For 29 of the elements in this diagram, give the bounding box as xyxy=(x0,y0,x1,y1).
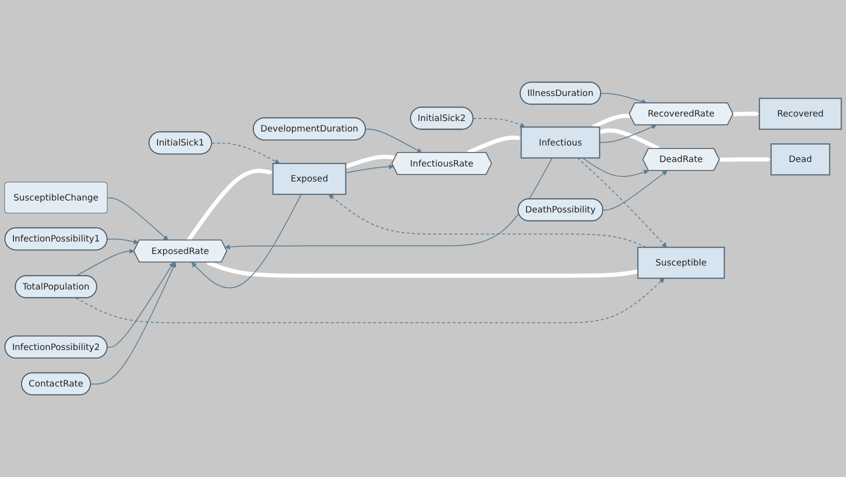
arrow xyxy=(106,238,139,244)
arrow xyxy=(107,197,168,240)
arrow xyxy=(224,158,553,250)
arrow xyxy=(106,262,174,348)
node-box: Recovered xyxy=(758,98,842,130)
arrow xyxy=(365,128,422,153)
arrow xyxy=(599,124,657,143)
connector xyxy=(206,260,638,278)
arrow xyxy=(600,92,647,104)
arrow xyxy=(602,170,668,211)
arrow xyxy=(186,168,274,242)
node-box: Exposed xyxy=(272,162,346,195)
arrow xyxy=(76,248,134,276)
arrow xyxy=(582,158,649,177)
connector xyxy=(345,154,396,168)
connector xyxy=(592,114,630,129)
node-box: Dead xyxy=(770,143,830,176)
arrow xyxy=(328,194,646,248)
arrow xyxy=(345,164,394,174)
arrow xyxy=(90,262,176,385)
arrow xyxy=(472,118,526,128)
arrow xyxy=(720,156,772,162)
arrow xyxy=(733,111,760,116)
arrow xyxy=(211,142,280,164)
arrow xyxy=(577,158,667,248)
node-box: Infectious xyxy=(520,126,600,159)
node-box: Susceptible xyxy=(637,246,725,279)
arrow xyxy=(191,194,302,288)
arrow xyxy=(76,278,665,324)
